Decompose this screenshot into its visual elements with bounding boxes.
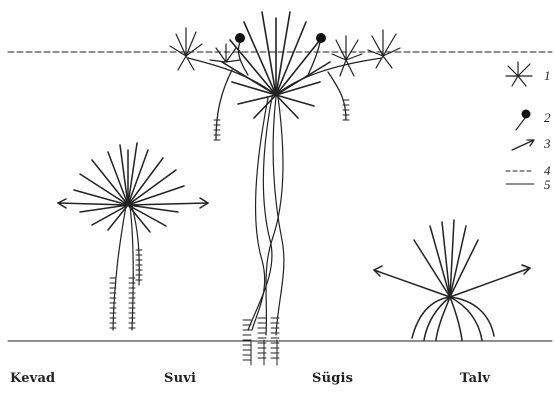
season-label-winter: Talv — [460, 371, 490, 386]
legend-number-1: 1 — [544, 68, 551, 84]
legend-number-2: 2 — [544, 110, 551, 126]
spring-plant — [58, 143, 208, 330]
legend-turion-icon — [516, 110, 531, 131]
turion-bud-right-icon — [316, 33, 326, 43]
season-label-spring: Kevad — [10, 371, 55, 386]
autumn-plantlet-right — [332, 36, 362, 76]
autumn-main-stems — [248, 97, 284, 335]
summer-plantlet-left — [170, 28, 202, 70]
legend-number-3: 3 — [544, 136, 551, 152]
legend-plantlet-icon — [506, 62, 532, 86]
turion-bud-left-icon — [235, 33, 245, 43]
legend-arrow-icon — [512, 140, 534, 150]
season-label-summer: Suvi — [164, 371, 196, 386]
season-label-autumn: Sügis — [312, 371, 353, 386]
legend-number-5: 5 — [544, 177, 551, 193]
autumn-plantlet-far-right — [368, 30, 400, 68]
winter-plant — [374, 220, 530, 340]
